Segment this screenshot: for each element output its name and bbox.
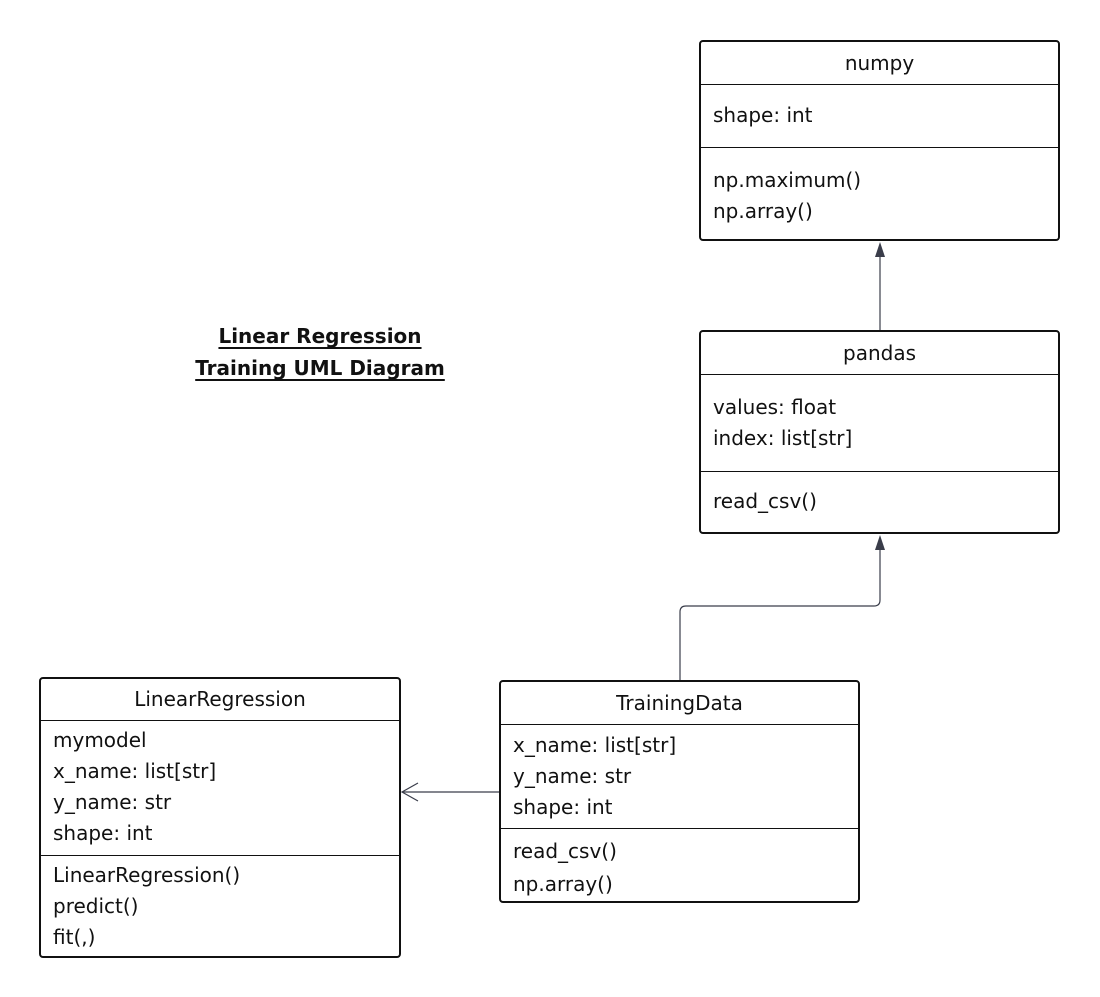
training-data-method: np.array() bbox=[513, 872, 613, 896]
training-data-attribute: shape: int bbox=[513, 795, 613, 819]
numpy-attribute: shape: int bbox=[713, 103, 813, 127]
pandas-arrowhead bbox=[875, 535, 885, 550]
diagram-title: Linear Regression Training UML Diagram bbox=[180, 320, 460, 384]
numpy-methods: np.maximum() np.array() bbox=[701, 148, 1058, 227]
pandas-class-name: pandas bbox=[701, 332, 1058, 375]
linear-regression-method: LinearRegression() bbox=[53, 863, 241, 887]
pandas-attributes: values: float index: list[str] bbox=[701, 375, 1058, 472]
linear-regression-attribute: x_name: list[str] bbox=[53, 759, 217, 783]
linear-regression-attributes: mymodel x_name: list[str] y_name: str sh… bbox=[41, 721, 399, 856]
pandas-method: read_csv() bbox=[713, 489, 817, 513]
pandas-class-box[interactable]: pandas values: float index: list[str] re… bbox=[699, 330, 1060, 534]
training-data-attribute: y_name: str bbox=[513, 764, 632, 788]
pandas-methods: read_csv() bbox=[701, 472, 1058, 517]
numpy-arrowhead bbox=[875, 242, 885, 257]
training-data-methods: read_csv() np.array() bbox=[501, 829, 858, 901]
diagram-title-line-1: Linear Regression bbox=[218, 324, 422, 348]
diagram-title-line-2: Training UML Diagram bbox=[195, 356, 445, 380]
training-to-pandas-connector bbox=[679, 548, 881, 680]
training-data-attribute: x_name: list[str] bbox=[513, 733, 677, 757]
numpy-attributes: shape: int bbox=[701, 85, 1058, 148]
training-data-attributes: x_name: list[str] y_name: str shape: int bbox=[501, 725, 858, 829]
numpy-class-name: numpy bbox=[701, 42, 1058, 85]
pandas-attribute: values: float bbox=[713, 395, 837, 419]
numpy-method: np.maximum() bbox=[713, 168, 862, 192]
linear-regression-attribute: shape: int bbox=[53, 821, 153, 845]
pandas-attribute: index: list[str] bbox=[713, 426, 853, 450]
linear-regression-attribute: y_name: str bbox=[53, 790, 172, 814]
training-data-class-box[interactable]: TrainingData x_name: list[str] y_name: s… bbox=[499, 680, 860, 903]
linear-regression-method: fit(,) bbox=[53, 925, 96, 949]
numpy-class-box[interactable]: numpy shape: int np.maximum() np.array() bbox=[699, 40, 1060, 241]
training-data-method: read_csv() bbox=[513, 839, 617, 863]
linear-regression-attribute: mymodel bbox=[53, 728, 147, 752]
linear-regression-class-name: LinearRegression bbox=[41, 679, 399, 721]
linear-regression-method: predict() bbox=[53, 894, 139, 918]
linreg-open-arrowhead bbox=[400, 782, 419, 802]
numpy-method: np.array() bbox=[713, 199, 813, 223]
training-data-class-name: TrainingData bbox=[501, 682, 858, 725]
linear-regression-class-box[interactable]: LinearRegression mymodel x_name: list[st… bbox=[39, 677, 401, 958]
linear-regression-methods: LinearRegression() predict() fit(,) bbox=[41, 856, 399, 953]
